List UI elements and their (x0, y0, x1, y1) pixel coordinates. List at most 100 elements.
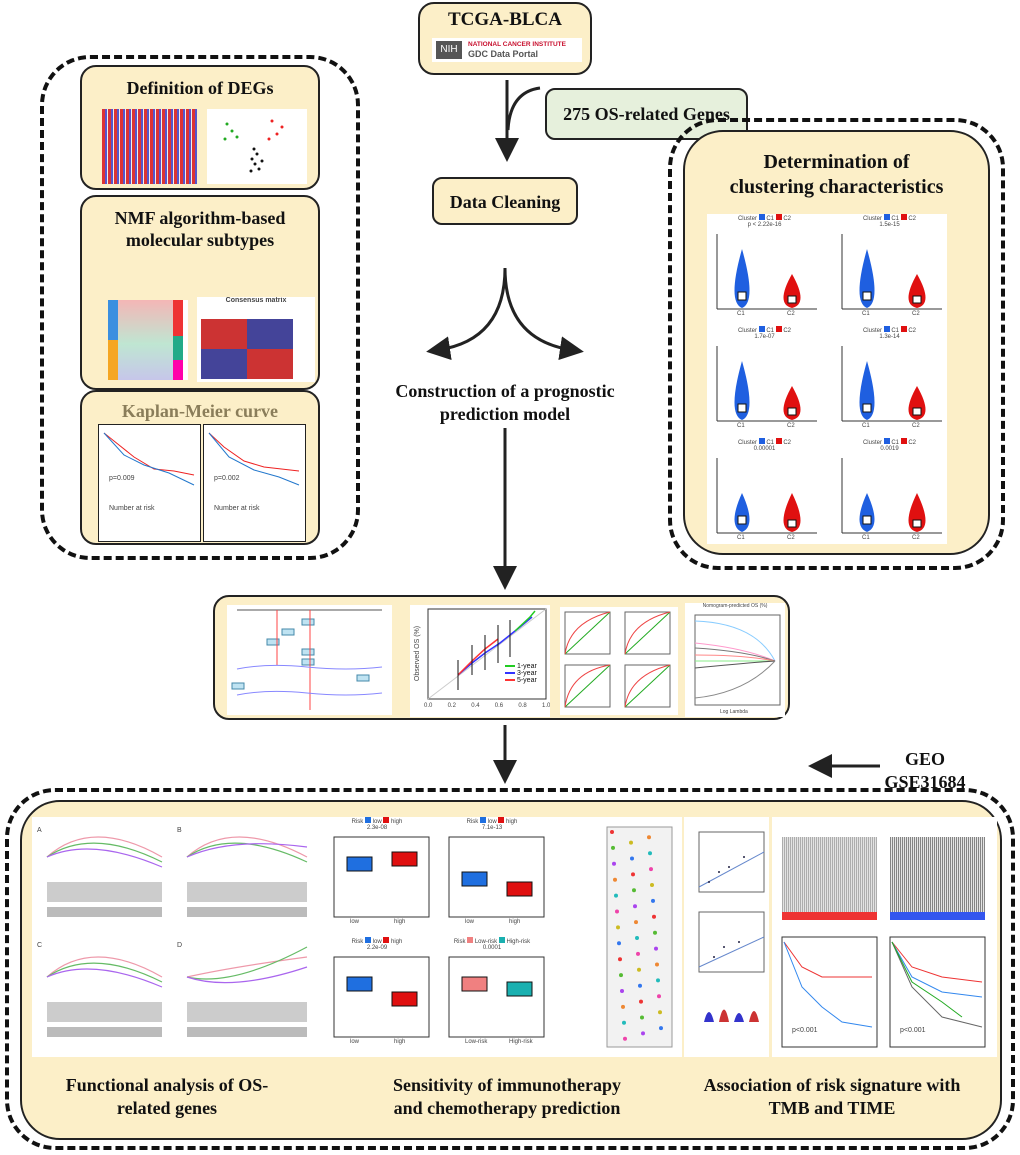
genes-label: 275 OS-related Genes (563, 104, 730, 124)
correlation-dot (648, 851, 652, 856)
correlation-dot (611, 845, 615, 850)
gsea-plots: A B C D (32, 817, 322, 1057)
correlation-dot (651, 898, 655, 903)
correlation-dot (634, 920, 638, 925)
boxplot-panel: Risk Low-risk High-risk 0.0001 Low-risk … (437, 937, 547, 1055)
box-low (461, 976, 488, 992)
cluster-group (668, 118, 1005, 570)
arrow-to-right-panel (503, 267, 584, 361)
degs-volcano-plot (207, 109, 307, 184)
violin-panel: Cluster C1 C2 p < 2.22e-16 C1 C2 (707, 214, 822, 322)
x-tick: 0.4 (471, 703, 480, 709)
violin-panel: Cluster C1 C2 0.00001 C1 C2 (707, 438, 822, 544)
nmf-box: NMF algorithm-based molecular subtypes C… (80, 195, 320, 390)
correlation-dot (621, 1004, 625, 1009)
oncoprint-and-survival: p<0.001 p<0.001 (772, 817, 997, 1057)
violin-pvalue: 1.5e-15 (879, 222, 900, 228)
nih-logo-badge: NIH (436, 41, 462, 59)
correlation-dot (656, 978, 660, 983)
correlation-dot (619, 973, 623, 978)
correlation-dot (631, 872, 635, 877)
oncoprint-low (782, 837, 877, 912)
cluster-box: Determination of clustering characterist… (683, 130, 990, 555)
cluster-legend-label: Cluster (862, 440, 882, 446)
consensus-matrix: Consensus matrix (197, 297, 315, 382)
downstream-box: A B C D Risk low high 2.3e-08 low high R… (20, 800, 1002, 1140)
survival-pvalue-2: p<0.001 (900, 1027, 926, 1034)
correlation-dot (635, 936, 639, 940)
genes-merge-curve (506, 86, 541, 131)
correlation-dot (623, 1036, 627, 1041)
correlation-dot (612, 861, 616, 866)
lasso-title: Nomogram-predicted OS (%) (702, 603, 768, 609)
data-cleaning-box: Data Cleaning (432, 177, 578, 225)
geo-label: GEO (904, 749, 945, 769)
correlation-dot (649, 867, 653, 872)
correlation-dot (650, 883, 654, 887)
tcga-title: TCGA-BLCA (447, 9, 562, 30)
x-tick: 0.8 (518, 703, 527, 709)
legend-5-year: 5-year (516, 677, 537, 684)
data-cleaning-label: Data Cleaning (449, 192, 561, 212)
boxplot-pvalue: 2.3e-08 (366, 825, 388, 831)
box-high (391, 991, 418, 1007)
x-tick: 1.0 (542, 703, 550, 709)
correlation-dot (632, 888, 636, 893)
tmb-scatter-plots (684, 817, 769, 1057)
correlation-dot (614, 893, 618, 898)
correlation-dot (657, 994, 661, 999)
boxplot-panel: Risk low high 2.3e-08 low high (322, 817, 432, 935)
violin-pvalue: 0.0019 (880, 446, 899, 452)
risk-legend: Risk (453, 939, 466, 945)
correlation-dot (633, 904, 637, 909)
tcga-source-box: TCGA-BLCA NIH NATIONAL CANCER INSTITUTE … (418, 2, 592, 75)
correlation-dot (636, 951, 640, 956)
nci-text: NATIONAL CANCER INSTITUTE (468, 41, 566, 48)
violin-pvalue: 1.7e-07 (754, 334, 775, 340)
box-high (506, 981, 533, 997)
boxplot-pvalue: 0.0001 (482, 945, 502, 951)
lasso-coefficient-plot: Nomogram-predicted OS (%) Log Lambda (685, 603, 785, 717)
violin-c1 (859, 493, 875, 532)
model-construction-label: Construction of a prognostic prediction … (395, 381, 615, 424)
cluster-legend-label: Cluster (737, 328, 757, 334)
panel-label-b: B (177, 827, 182, 834)
boxplot-panel: Risk low high 2.2e-09 low high (322, 937, 432, 1055)
correlation-dot (658, 1010, 662, 1015)
panel-label-c: C (37, 942, 43, 949)
consensus-matrix-title: Consensus matrix (225, 297, 287, 304)
km-pvalue-2: p=0.002 (214, 475, 240, 482)
cluster-legend-label: Cluster (737, 440, 757, 446)
km-title: Kaplan-Meier curve (121, 401, 279, 421)
km-box: Kaplan-Meier curve p=0.009 Number at ris… (80, 390, 320, 545)
cluster-legend-label: Cluster (862, 328, 882, 334)
correlation-dot (610, 830, 614, 834)
correlation-dot (659, 1026, 663, 1031)
correlation-dot (620, 989, 624, 993)
km-risk-table-2: Number at risk (214, 505, 260, 512)
roc-curves (560, 607, 678, 715)
cluster-title: Determination of clustering characterist… (729, 151, 944, 198)
x-tick: 0.6 (494, 703, 504, 709)
box-high (506, 881, 533, 897)
x-tick: 0.0 (424, 703, 433, 709)
legend-3-year: 3-year (516, 670, 537, 677)
nmf-title: NMF algorithm-based molecular subtypes (114, 208, 286, 250)
violin-panel: Cluster C1 C2 1.7e-07 C1 C2 (707, 326, 822, 434)
nomogram (227, 605, 392, 715)
risk-legend: Risk (351, 819, 364, 825)
correlation-dot (647, 835, 651, 840)
correlation-dot (655, 962, 659, 967)
violin-panel: Cluster C1 C2 1.5e-15 C1 C2 (832, 214, 947, 322)
correlation-dot (616, 925, 620, 930)
boxplot-pvalue: 2.2e-09 (366, 945, 388, 951)
oncoprint-high (890, 837, 985, 912)
cluster-legend-label: Cluster (862, 216, 882, 222)
km-pvalue-1: p=0.009 (109, 475, 135, 482)
survival-pvalue-1: p<0.001 (792, 1027, 818, 1034)
subtyping-group (40, 55, 360, 560)
label-sensitivity-prediction: Sensitivity of immunotherapy and chemoth… (392, 1075, 621, 1118)
correlation-dot (638, 983, 642, 988)
geo-dataset-label: GEO GSE31684 (880, 748, 970, 794)
